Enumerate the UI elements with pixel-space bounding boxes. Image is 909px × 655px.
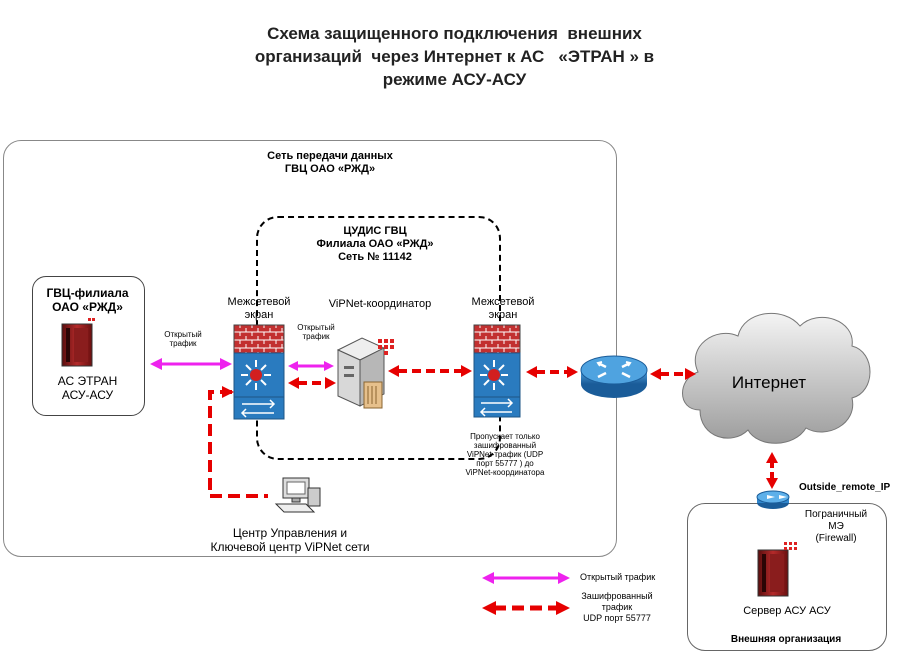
open-traffic-1-line-1: Открытый xyxy=(164,330,202,339)
cudis-line-2: Филиала ОАО «РЖД» xyxy=(316,238,434,250)
passes-note-line-3: ViPNet-трафик (UDP xyxy=(466,450,544,459)
passes-note-line-2: зашифрованный xyxy=(473,441,537,450)
control-center-line-1: Центр Управления и xyxy=(232,526,348,540)
firewall-left-line-2: экран xyxy=(244,309,274,321)
legend-enc-line-1: Зашифрованный xyxy=(581,591,653,601)
legend-open-arrow xyxy=(482,572,570,584)
open-traffic-label-1: Открытый трафик xyxy=(155,330,211,348)
diagram-title: Схема защищенного подключения внешних ор… xyxy=(0,22,909,91)
control-center-label: Центр Управления и Ключевой центр ViPNet… xyxy=(190,526,390,554)
gvc-branch-line-2: ОАО «РЖД» xyxy=(52,300,123,314)
open-traffic-label-2: Открытый трафик xyxy=(290,323,342,341)
data-network-line-2: ГВЦ ОАО «РЖД» xyxy=(284,163,376,175)
legend-encrypted-arrow xyxy=(482,601,570,615)
gvc-system-label: АС ЭТРАН АСУ-АСУ xyxy=(32,374,143,402)
cudis-line-3: Сеть № 11142 xyxy=(338,251,412,263)
internet-cloud-icon xyxy=(682,312,871,444)
border-fw-line-3: (Firewall) xyxy=(815,533,857,544)
firewall-left-label: Межсетевой экран xyxy=(218,296,300,322)
legend-enc-line-2: трафик xyxy=(601,602,633,612)
external-org-label: Внешняя организация xyxy=(730,634,842,645)
passes-note-line-1: Пропускает только xyxy=(470,432,540,441)
firewall-left-line-1: Межсетевой xyxy=(227,296,291,308)
border-fw-label: Пограничный МЭ (Firewall) xyxy=(791,509,881,545)
legend-enc-line-3: UDP порт 55777 xyxy=(583,613,651,623)
border-fw-line-2: МЭ xyxy=(828,521,844,532)
border-fw-line-1: Пограничный xyxy=(804,509,868,520)
gvc-system-line-2: АСУ-АСУ xyxy=(61,388,114,402)
open-traffic-2-line-2: трафик xyxy=(302,332,330,341)
passes-note-line-4: порт 55777 ) до xyxy=(476,459,534,468)
title-line-3: режиме АСУ-АСУ xyxy=(382,70,527,89)
control-center-line-2: Ключевой центр ViPNet сети xyxy=(210,540,370,554)
open-traffic-1-line-2: трафик xyxy=(169,339,197,348)
open-traffic-2-line-1: Открытый xyxy=(297,323,335,332)
coordinator-label: ViPNet-координатор xyxy=(328,298,432,310)
cudis-label: ЦУДИС ГВЦ Филиала ОАО «РЖД» Сеть № 11142 xyxy=(270,225,480,264)
firewall-right-line-2: экран xyxy=(488,309,518,321)
internet-label: Интернет xyxy=(732,373,806,392)
server-label: Сервер АСУ АСУ xyxy=(743,605,831,617)
passes-note-line-5: ViPNet-координатора xyxy=(465,468,545,477)
firewall-right-line-1: Межсетевой xyxy=(471,296,535,308)
firewall-right-label: Межсетевой экран xyxy=(462,296,544,322)
legend-encrypted-label: Зашифрованный трафик UDP порт 55777 xyxy=(572,591,662,624)
title-line-2: организаций через Интернет к АС «ЭТРАН »… xyxy=(254,47,655,66)
gvc-system-line-1: АС ЭТРАН xyxy=(57,374,118,388)
data-network-line-1: Сеть передачи данных xyxy=(267,150,393,162)
gvc-branch-line-1: ГВЦ-филиала xyxy=(46,286,129,300)
passes-note: Пропускает только зашифрованный ViPNet-т… xyxy=(450,432,560,477)
legend-open-label: Открытый трафик xyxy=(580,572,656,582)
gvc-branch-label: ГВЦ-филиала ОАО «РЖД» xyxy=(32,286,143,314)
cudis-line-1: ЦУДИС ГВЦ xyxy=(343,225,407,237)
data-network-label: Сеть передачи данных ГВЦ ОАО «РЖД» xyxy=(230,150,430,176)
title-line-1: Схема защищенного подключения внешних xyxy=(267,24,642,43)
outside-ip-label: Outside_remote_IP xyxy=(799,482,891,493)
